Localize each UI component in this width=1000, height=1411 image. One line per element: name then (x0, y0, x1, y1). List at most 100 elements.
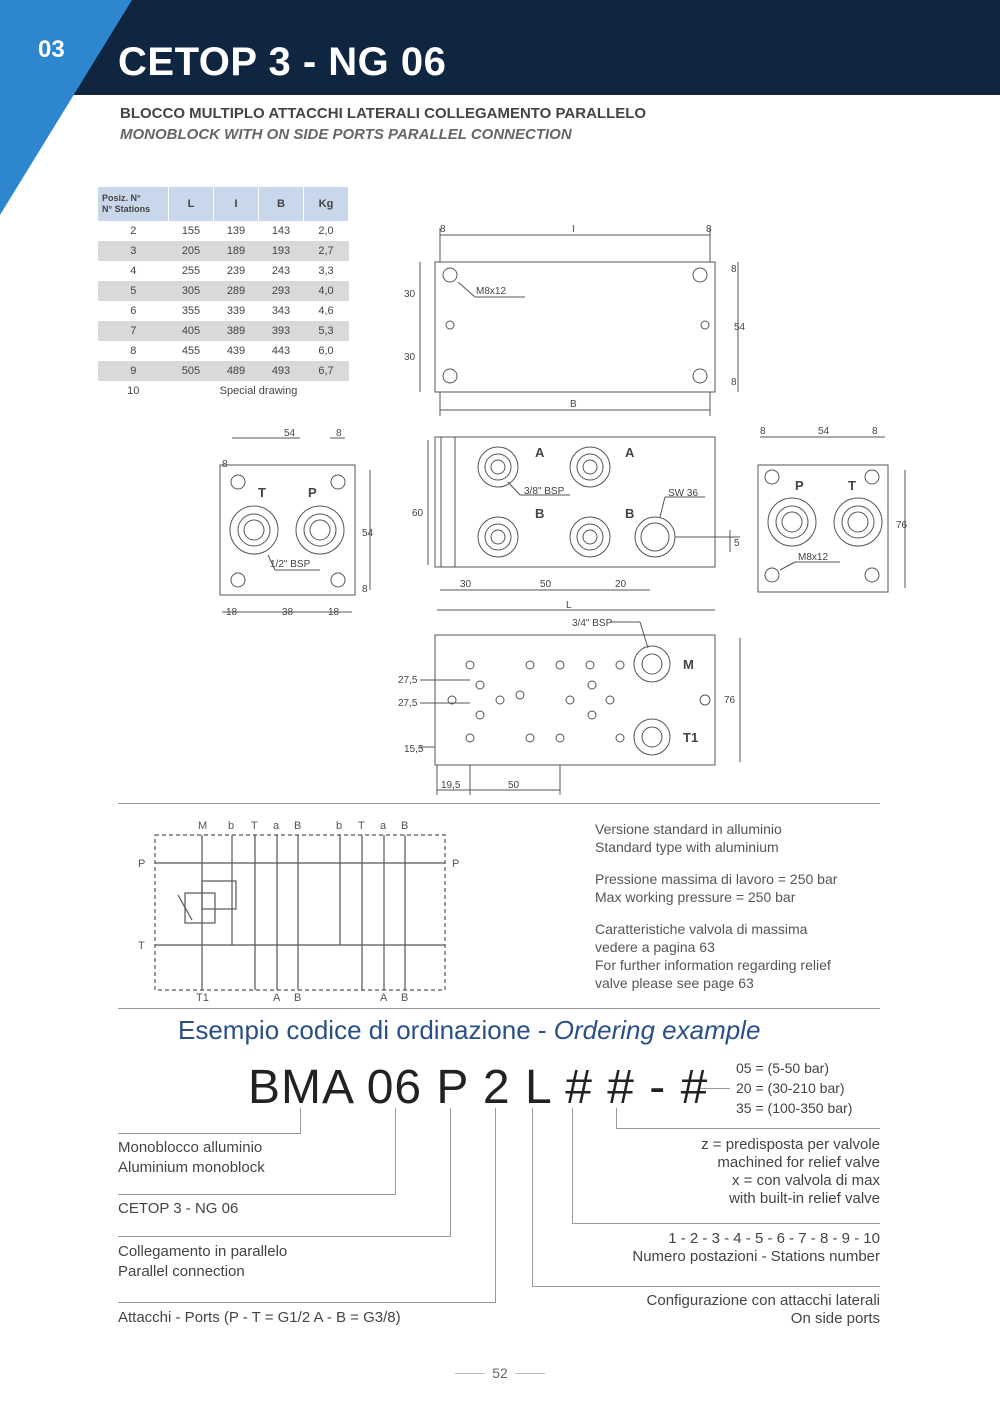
svg-text:A: A (380, 992, 388, 1004)
connector-line (532, 1286, 880, 1287)
connector-line (450, 1108, 451, 1236)
header-bar (0, 0, 1000, 95)
svg-text:18: 18 (328, 607, 340, 618)
table-header-i: I (213, 187, 259, 221)
svg-text:20: 20 (615, 579, 627, 590)
svg-text:P: P (452, 858, 459, 870)
svg-text:T1: T1 (196, 992, 209, 1004)
divider (455, 1373, 485, 1374)
table-header-row: Posiz. N°N° Stations L I B Kg (98, 187, 349, 221)
svg-text:P: P (795, 478, 804, 493)
connector-line (532, 1108, 533, 1286)
svg-text:B: B (570, 399, 577, 410)
connector-line (118, 1302, 496, 1303)
svg-text:8: 8 (872, 426, 878, 437)
svg-text:38: 38 (282, 607, 294, 618)
svg-text:B: B (294, 992, 301, 1004)
svg-text:8: 8 (362, 584, 368, 595)
svg-text:30: 30 (404, 352, 416, 363)
svg-text:M8x12: M8x12 (798, 552, 828, 563)
front-view-drawing: A A B B 3/8" BSP SW 36 60 30 50 20 5 (412, 436, 740, 591)
technical-drawing: I B 8 8 30 30 54 8 8 M8x12 54 8 8 54 8 1 (219, 224, 908, 795)
svg-text:I: I (572, 224, 575, 235)
svg-text:a: a (380, 820, 387, 832)
table-header-l: L (168, 187, 214, 221)
subtitle-en: MONOBLOCK WITH ON SIDE PORTS PARALLEL CO… (120, 126, 572, 143)
svg-text:A: A (625, 445, 635, 460)
page-number: 52 (492, 1365, 508, 1381)
svg-text:19,5: 19,5 (441, 780, 461, 791)
hydraulic-schematic: M b T a B b T a B P T P T1 A B A B (138, 820, 459, 1004)
svg-text:M: M (198, 820, 207, 832)
label-ports: Attacchi - Ports (P - T = G1/2 A - B = G… (118, 1309, 401, 1326)
svg-text:B: B (294, 820, 301, 832)
svg-text:8: 8 (440, 224, 446, 235)
svg-text:M8x12: M8x12 (476, 286, 506, 297)
section-tab (0, 0, 132, 215)
connector-line (572, 1223, 880, 1224)
svg-text:3/8" BSP: 3/8" BSP (524, 486, 565, 497)
svg-text:T: T (251, 820, 258, 832)
connector-line (118, 1236, 451, 1237)
connector-line (616, 1108, 617, 1128)
svg-text:8: 8 (336, 428, 342, 439)
left-view-drawing: 54 8 8 54 8 1/2" BSP 18 38 18 T P (219, 428, 374, 618)
svg-text:1/2" BSP: 1/2" BSP (270, 559, 311, 570)
connector-line (300, 1108, 301, 1133)
svg-text:50: 50 (540, 579, 552, 590)
ordering-title: Esempio codice di ordinazione - Ordering… (178, 1015, 761, 1045)
svg-text:A: A (535, 445, 545, 460)
connector-line (495, 1108, 496, 1302)
svg-text:30: 30 (460, 579, 472, 590)
svg-text:54: 54 (818, 426, 830, 437)
subtitle-it: BLOCCO MULTIPLO ATTACCHI LATERALI COLLEG… (120, 105, 647, 122)
section-number: 03 (38, 36, 65, 63)
connector-line (395, 1108, 396, 1194)
svg-text:30: 30 (404, 289, 416, 300)
svg-text:76: 76 (896, 520, 908, 531)
svg-text:8: 8 (222, 459, 228, 470)
svg-text:M: M (683, 657, 694, 672)
svg-text:18: 18 (226, 607, 238, 618)
connector-line (118, 1194, 396, 1195)
label-cetop: CETOP 3 - NG 06 (118, 1200, 239, 1217)
svg-text:B: B (401, 992, 408, 1004)
table-header-station: Posiz. N°N° Stations (98, 187, 169, 221)
svg-text:15,5: 15,5 (404, 744, 424, 755)
svg-text:L: L (566, 600, 572, 611)
svg-text:B: B (535, 506, 544, 521)
svg-text:B: B (625, 506, 634, 521)
svg-text:SW 36: SW 36 (668, 488, 698, 499)
svg-text:P: P (138, 858, 145, 870)
svg-text:8: 8 (760, 426, 766, 437)
connector-line (118, 1133, 301, 1134)
connector-line (616, 1128, 880, 1129)
svg-text:60: 60 (412, 508, 424, 519)
divider (118, 1008, 880, 1009)
right-view-drawing: 8 54 8 76 M8x12 P T (757, 426, 908, 593)
svg-text:A: A (273, 992, 281, 1004)
ordering-code: BMA 06 P 2 L # # - # (248, 1061, 709, 1114)
svg-text:b: b (336, 820, 342, 832)
svg-text:54: 54 (284, 428, 296, 439)
connector-line (572, 1108, 573, 1223)
svg-text:8: 8 (731, 264, 737, 275)
table-header-kg: Kg (303, 187, 349, 221)
svg-text:3/4" BSP: 3/4" BSP (572, 618, 613, 629)
svg-text:8: 8 (731, 377, 737, 388)
svg-text:T: T (358, 820, 365, 832)
